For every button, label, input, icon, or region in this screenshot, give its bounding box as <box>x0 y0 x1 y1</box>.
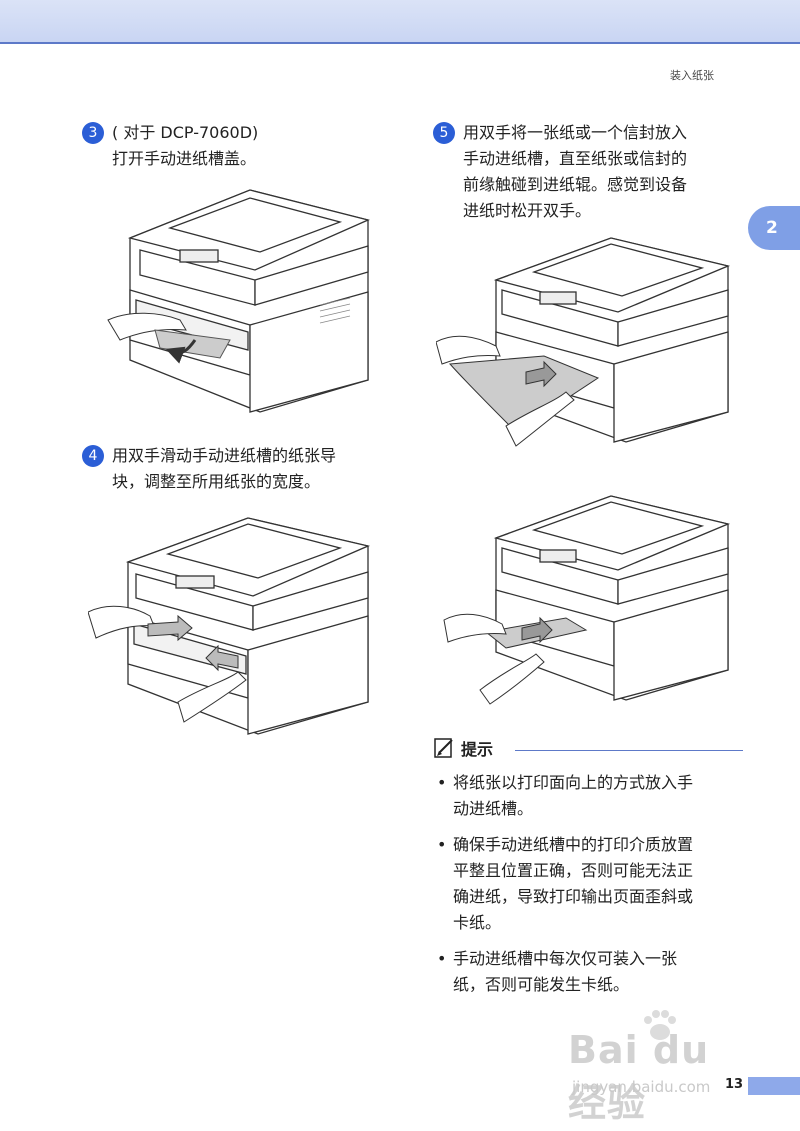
step-text: ( 对于 DCP-7060D) 打开手动进纸槽盖。 <box>112 123 259 168</box>
note-pencil-icon <box>434 738 453 758</box>
chapter-tab: 2 <box>748 206 800 250</box>
printer-open-cover-illustration <box>107 189 370 413</box>
step-text: 用双手将一张纸或一个信封放入 手动进纸槽，直至纸张或信封的 前缘触碰到进纸辊。感… <box>463 123 688 220</box>
printer-paper-guides-illustration <box>88 517 371 735</box>
step-5: 5 用双手将一张纸或一个信封放入 手动进纸槽，直至纸张或信封的 前缘触碰到进纸辊… <box>433 120 687 224</box>
page-number-bar <box>748 1077 800 1095</box>
note-item: •确保手动进纸槽中的打印介质放置 平整且位置正确，否则可能无法正 确进纸，导致打… <box>437 835 694 932</box>
printer-paper-fed-illustration <box>443 495 731 705</box>
watermark-logo: Bai du 经验 <box>568 1028 710 1125</box>
step-number-badge: 3 <box>82 122 104 144</box>
paw-icon <box>644 1010 676 1040</box>
step-number-badge: 4 <box>82 445 104 467</box>
note-header: 提示 <box>433 736 743 760</box>
printer-insert-paper-illustration <box>436 237 731 447</box>
note-list: •将纸张以打印面向上的方式放入手 动进纸槽。 •确保手动进纸槽中的打印介质放置 … <box>433 770 743 998</box>
note-box: 提示 •将纸张以打印面向上的方式放入手 动进纸槽。 •确保手动进纸槽中的打印介质… <box>433 736 743 1008</box>
step-3: 3 ( 对于 DCP-7060D) 打开手动进纸槽盖。 <box>82 120 258 172</box>
note-title: 提示 <box>461 740 494 759</box>
header-bar <box>0 0 800 44</box>
baidu-watermark: Bai du 经验 jingyan.baidu.com <box>568 1008 738 1125</box>
watermark-url: jingyan.baidu.com <box>572 1078 711 1096</box>
note-item: •手动进纸槽中每次仅可装入一张 纸，否则可能发生卡纸。 <box>437 949 678 994</box>
note-item: •将纸张以打印面向上的方式放入手 动进纸槽。 <box>437 773 694 818</box>
step-number-badge: 5 <box>433 122 455 144</box>
step-text: 用双手滑动手动进纸槽的纸张导 块，调整至所用纸张的宽度。 <box>112 446 337 491</box>
page-number: 13 <box>725 1077 744 1092</box>
chapter-title: 装入纸张 <box>670 69 714 82</box>
note-divider <box>515 749 743 751</box>
step-4: 4 用双手滑动手动进纸槽的纸张导 块，调整至所用纸张的宽度。 <box>82 443 336 495</box>
